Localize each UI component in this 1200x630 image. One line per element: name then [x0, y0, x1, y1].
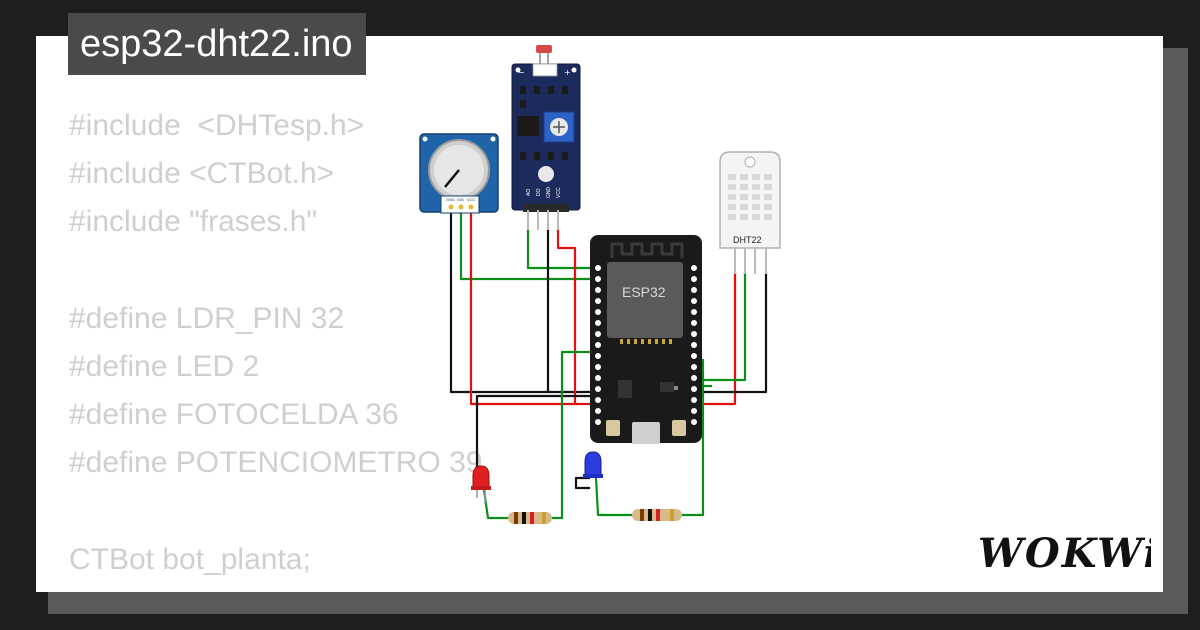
code-line: CTBot bot_planta; [69, 542, 311, 576]
svg-text:+: + [564, 68, 571, 77]
logo-text: WOKWi [978, 530, 1151, 577]
esp32-boot-button[interactable] [672, 420, 686, 436]
resistor-1 [508, 512, 552, 524]
pot-pin-label: SIG [457, 197, 464, 202]
wire-pot-sig [459, 212, 598, 281]
wire-led-blue-cathode [574, 476, 590, 490]
potentiometer[interactable]: GND SIG VCC [419, 133, 499, 214]
esp32-label: ESP32 [622, 284, 666, 300]
pot-pin-label: VCC [467, 197, 476, 202]
wire-ldr-vcc [556, 228, 577, 404]
wire-resistor1-esp [552, 350, 598, 520]
project-title: esp32-dht22.ino [68, 13, 366, 75]
esp32-module [607, 262, 683, 338]
photoresistor [536, 45, 552, 53]
esp32-en-button[interactable] [606, 420, 620, 436]
wire-led-blue-anode [594, 477, 632, 517]
wokwi-logo: WOKWi [978, 530, 1151, 577]
pot-knob-indicator [444, 169, 460, 188]
wire-led-red-anode [482, 489, 508, 520]
svg-text:−: − [518, 68, 525, 77]
ldr-pin-label: DO [536, 188, 542, 196]
dht22-label: DHT22 [733, 235, 762, 245]
code-line: #include <CTBot.h> [69, 157, 335, 191]
pot-pin-label: GND [446, 197, 455, 202]
code-line: DHTesp dhtSensor; [69, 584, 482, 592]
resistor-2 [632, 509, 682, 521]
code-line: #define FOTOCELDA 36 [69, 398, 399, 432]
dht22-sensor[interactable]: DHT22 [719, 151, 781, 274]
ldr-pin-label: GND [546, 187, 552, 199]
code-line: #define POTENCIOMETRO 39 [69, 446, 483, 480]
wire-led-red-cathode [475, 394, 598, 490]
wire-dht-data [700, 272, 747, 382]
ldr-pin-label: AO [526, 189, 532, 196]
ldr-module[interactable]: − + AO DO GND VCC [511, 45, 581, 230]
esp32-board[interactable]: ESP32 [590, 235, 702, 444]
code-preview: #include <DHTesp.h> #include <CTBot.h> #in… [69, 102, 482, 592]
code-line: #define LDR_PIN 32 [69, 301, 345, 335]
code-line: #define LED 2 [69, 349, 260, 383]
wire-pot-gnd [449, 212, 548, 394]
code-line: #include <DHTesp.h> [69, 109, 365, 142]
ldr-pin-label: VCC [556, 187, 562, 198]
code-line: #include "frases.h" [69, 205, 318, 239]
esp32-usb-port [632, 422, 660, 444]
red-led[interactable] [471, 465, 491, 504]
blue-led[interactable] [583, 451, 603, 478]
